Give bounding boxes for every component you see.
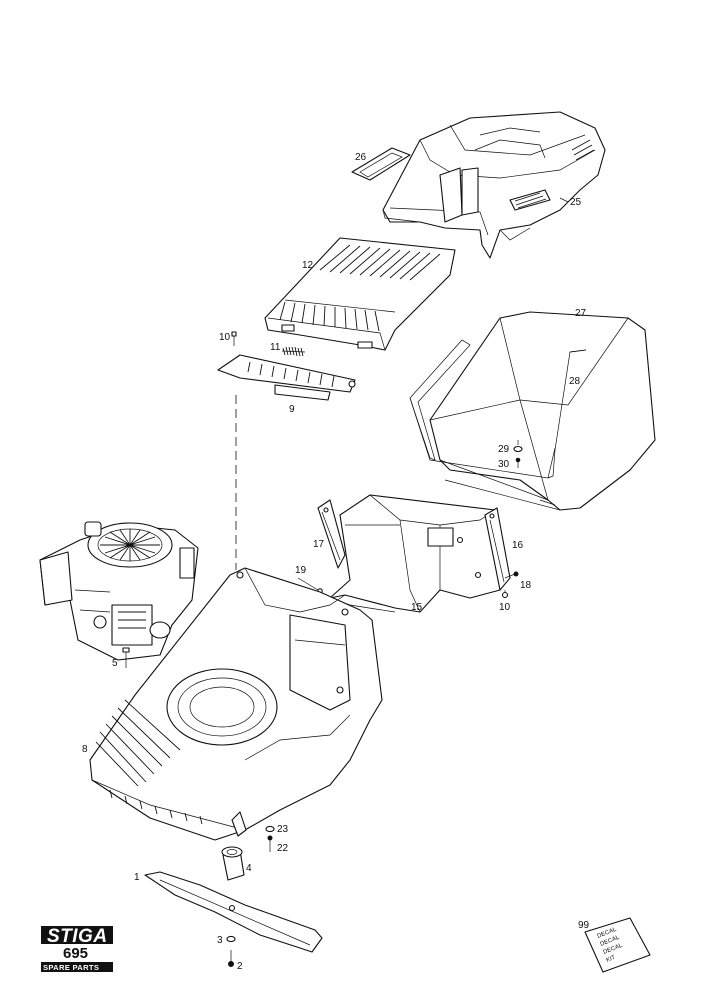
stiga-logo: STIGA 695 SPARE PARTS [41, 926, 113, 972]
grass-bag-part [429, 311, 656, 511]
label-deck: 8 [82, 744, 88, 755]
label-side-plate-left: 17 [313, 539, 325, 550]
side-plate-left-part [317, 499, 346, 569]
spring-part [281, 346, 306, 357]
bag-frame-part [409, 339, 587, 479]
spare-parts-caption: SPARE PARTS [43, 963, 99, 972]
label-blade-washer: 3 [217, 935, 223, 946]
label-bag-frame: 28 [569, 376, 581, 387]
label-top-cover: 25 [570, 197, 582, 208]
deck-part [89, 567, 383, 841]
cover-frame-part [351, 147, 411, 181]
label-bag-washer: 29 [498, 444, 510, 455]
label-decal-kit: 99 [578, 920, 590, 931]
model-number: 695 [63, 945, 88, 962]
label-chute-bolt: 18 [520, 580, 532, 591]
blade-fasteners-part [226, 935, 236, 967]
label-engine-bolt: 5 [112, 658, 118, 669]
label-side-plate-right: 16 [512, 540, 524, 551]
side-plate-right-part [484, 507, 511, 591]
top-cover-part [382, 111, 606, 259]
label-spring: 11 [270, 342, 281, 353]
label-hood: 12 [302, 260, 314, 271]
logo-wordmark: STIGA [47, 926, 108, 947]
label-screw-chute: 10 [499, 602, 511, 613]
decal-line-4: KIT [606, 955, 617, 964]
label-grass-bag: 27 [575, 308, 587, 319]
label-handle-bracket: 9 [289, 404, 295, 415]
label-pin: 19 [295, 565, 307, 576]
label-bag-screw: 30 [498, 459, 510, 470]
chute-bolt-part [504, 571, 519, 579]
label-deck-bolt: 22 [277, 843, 289, 854]
label-deck-washer: 23 [277, 824, 289, 835]
label-blade-hub: 4 [246, 863, 252, 874]
label-blade-bolt: 2 [237, 961, 243, 972]
blade-part [144, 871, 323, 953]
screw-upper-part [231, 331, 237, 346]
decal-kit-part: DECAL DECAL DECAL KIT [584, 917, 651, 973]
blade-hub-part [221, 846, 245, 881]
handle-bracket-part [217, 354, 356, 401]
chute-part [329, 494, 501, 613]
label-chute: 15 [411, 602, 423, 613]
bag-fasteners-part [513, 440, 523, 468]
label-cover-frame: 26 [355, 152, 367, 163]
hood-part [264, 237, 456, 351]
label-screw-bracket: 10 [219, 332, 231, 343]
engine-part [39, 521, 199, 661]
deck-fasteners-part [265, 825, 275, 852]
engine-bolt-part [122, 647, 130, 668]
screw-chute-part [501, 590, 509, 599]
label-blade: 1 [134, 872, 140, 883]
